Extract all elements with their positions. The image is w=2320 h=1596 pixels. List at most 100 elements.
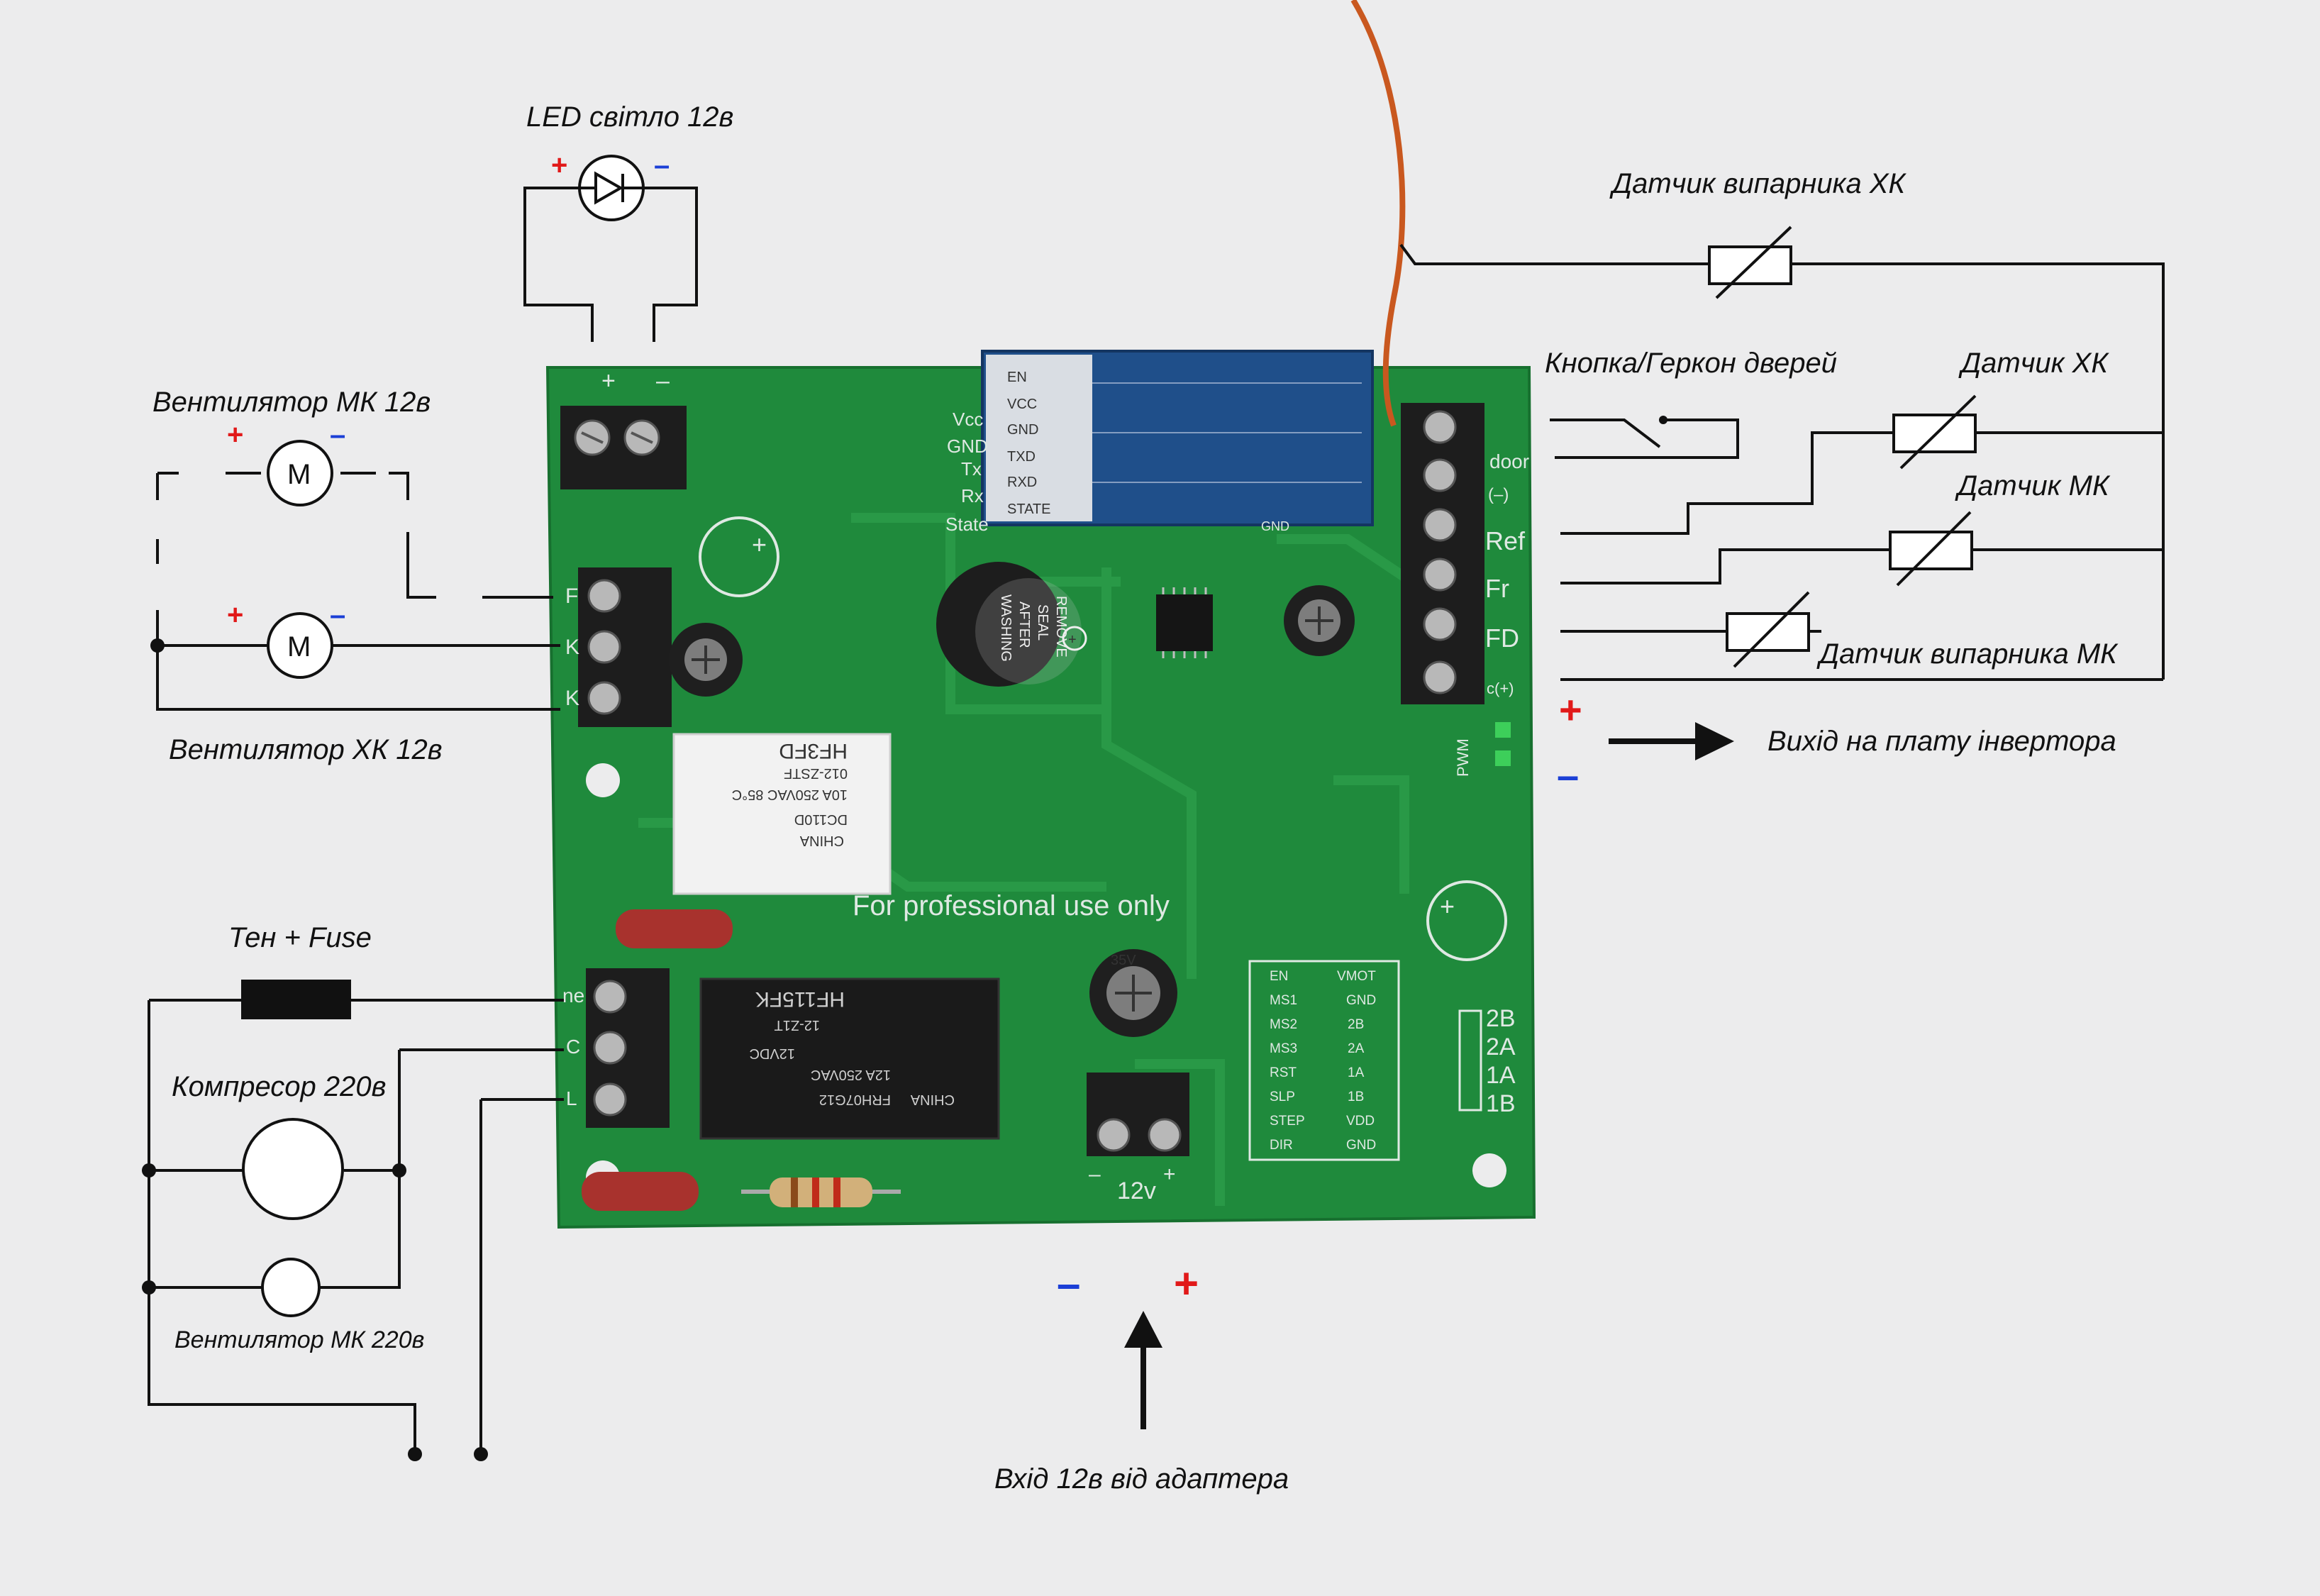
led-plus: +	[551, 150, 567, 181]
buzzer-text: REMOVE	[1053, 596, 1069, 658]
label-fan-hk-12: Вентилятор ХК 12в	[169, 734, 443, 765]
label-door-button: Кнопка/Геркон дверей	[1545, 348, 1837, 379]
fan-pin-label: K	[565, 687, 579, 710]
sensor-mk-circuit	[1560, 511, 2163, 587]
label-sensor-evap-mk: Датчик випарника МК	[1816, 638, 2119, 670]
sensor-pin-label: (–)	[1488, 485, 1509, 504]
supply-label: 12v	[1117, 1177, 1156, 1204]
cap-text: 35V	[1111, 953, 1136, 968]
terminal-fan: F K K	[565, 567, 672, 727]
ceramic-capacitor	[616, 909, 733, 948]
fan-pin-label: F	[565, 584, 578, 608]
sensor-pin-label: door	[1489, 450, 1529, 472]
bluetooth-module: EN VCC GND TXD RXD STATE	[981, 350, 1374, 526]
md-left-pin: MS3	[1270, 1041, 1297, 1056]
led-minus: –	[654, 150, 670, 181]
label-sensor-mk: Датчик МК	[1955, 470, 2111, 501]
fan-pin-label: K	[565, 636, 579, 659]
relay-small-text: 012-ZSTF	[784, 765, 848, 781]
pwm-label: PWM	[1454, 738, 1472, 777]
inverter-output: + –	[1557, 687, 1734, 797]
label-sensor-hk: Датчик ХК	[1958, 348, 2109, 379]
bt-pin: EN	[1007, 370, 1027, 385]
terminal-power: ne C L	[562, 968, 670, 1128]
label-inverter-out: Вихід на плату інвертора	[1767, 726, 2116, 757]
sensor-evap-mk-circuit	[1560, 591, 2163, 681]
md-left-pin: MS1	[1270, 993, 1297, 1008]
bt-pin: TXD	[1007, 449, 1036, 465]
stepper-pin: 2B	[1486, 1005, 1516, 1032]
sensor-hk-circuit	[1560, 394, 2163, 535]
fan-hk-minus: –	[330, 599, 345, 631]
bt-pin: STATE	[1007, 501, 1050, 517]
fuse-heater	[241, 980, 351, 1019]
fan-mk-plus: +	[227, 419, 243, 450]
md-right-pin: 2A	[1348, 1041, 1365, 1056]
relay-small: CHINA DC110D 10A 250VAC 85°C 012-ZSTF HF…	[672, 733, 892, 895]
md-left-pin: RST	[1270, 1065, 1297, 1080]
md-right-pin: 1B	[1348, 1090, 1364, 1104]
svg-text:+: +	[1068, 632, 1077, 648]
sensor-pin-label: c(+)	[1487, 680, 1514, 697]
capacitor	[1284, 585, 1355, 656]
bt-pin: VCC	[1007, 397, 1037, 412]
relay-small-text: HF3FD	[779, 739, 848, 763]
resistor	[741, 1177, 901, 1207]
label-sensor-evap-hk: Датчик випарника ХК	[1609, 168, 1906, 199]
gnd-mark: GND	[1261, 519, 1289, 533]
fan-mk-12-circuit: M + –	[156, 419, 553, 599]
md-left-pin: MS2	[1270, 1017, 1297, 1032]
buzzer-text: WASHING	[998, 594, 1014, 662]
sensor-evap-hk-circuit	[1399, 226, 2165, 680]
antenna-wire	[1350, 0, 1406, 427]
relay-big-text: HF115FK	[755, 987, 845, 1011]
sensor-pin-label: Ref	[1485, 526, 1526, 555]
md-right-pin: GND	[1346, 1138, 1376, 1153]
relay-big-text: 12-Z1T	[775, 1017, 820, 1033]
md-left-pin: STEP	[1270, 1114, 1305, 1129]
svg-text:–: –	[1089, 1163, 1101, 1186]
uart-pin-label: Tx	[961, 458, 982, 480]
power-pin-label: C	[566, 1036, 580, 1058]
relay-small-text: DC110D	[794, 811, 848, 827]
md-right-pin: GND	[1346, 993, 1376, 1008]
relay-big-text: CHINA	[910, 1092, 955, 1107]
relay-big: CHINA FRH07G12 12A 250VAC 12VDC 12-Z1T H…	[699, 977, 1000, 1140]
relay-big-text: 12VDC	[750, 1046, 795, 1061]
adapter-input: – +	[1057, 1260, 1199, 1429]
label-ten-fuse: Тен + Fuse	[228, 922, 372, 953]
md-right-pin: 1A	[1348, 1065, 1365, 1080]
pcb-board: + + + – F K K ne C	[545, 350, 1536, 1229]
terminal-led: + –	[560, 367, 687, 489]
uart-pin-label: State	[945, 514, 989, 535]
svg-text:+: +	[1440, 892, 1455, 921]
fan-hk-12-circuit: M + –	[150, 599, 560, 711]
terminal-12v: – + 12v	[1087, 1073, 1189, 1204]
motor-letter: M	[287, 459, 311, 490]
led-circuit: + –	[523, 150, 698, 342]
inverter-plus: +	[1559, 687, 1582, 732]
label-fan-mk-220: Вентилятор МК 220в	[174, 1326, 424, 1353]
capacitor	[669, 623, 743, 697]
cap-footprint	[1426, 880, 1507, 961]
label-adapter-in: Вхід 12в від адаптера	[994, 1463, 1289, 1495]
pwm-header: PWM	[1454, 722, 1511, 777]
inverter-minus: –	[1557, 753, 1579, 797]
buzzer-text: AFTER	[1016, 602, 1032, 648]
md-left-pin: SLP	[1270, 1090, 1295, 1104]
md-left-pin: EN	[1270, 969, 1288, 984]
relay-small-text: 10A 250VAC 85°C	[732, 787, 848, 802]
terminal-sensors: door (–) Ref Fr FD c(+)	[1401, 403, 1529, 704]
buzzer-text: SEAL	[1035, 604, 1050, 641]
ceramic-capacitor	[582, 1172, 699, 1211]
md-right-pin: 2B	[1348, 1017, 1364, 1032]
microcontroller	[1156, 587, 1213, 658]
svg-text:+: +	[601, 367, 616, 394]
power-pin-label: L	[566, 1087, 577, 1109]
svg-text:–: –	[656, 367, 670, 394]
uart-pin-label: Vcc	[953, 409, 983, 430]
svg-text:+: +	[1163, 1163, 1176, 1186]
label-fan-mk-12: Вентилятор МК 12в	[152, 387, 431, 418]
md-left-pin: DIR	[1270, 1138, 1293, 1153]
